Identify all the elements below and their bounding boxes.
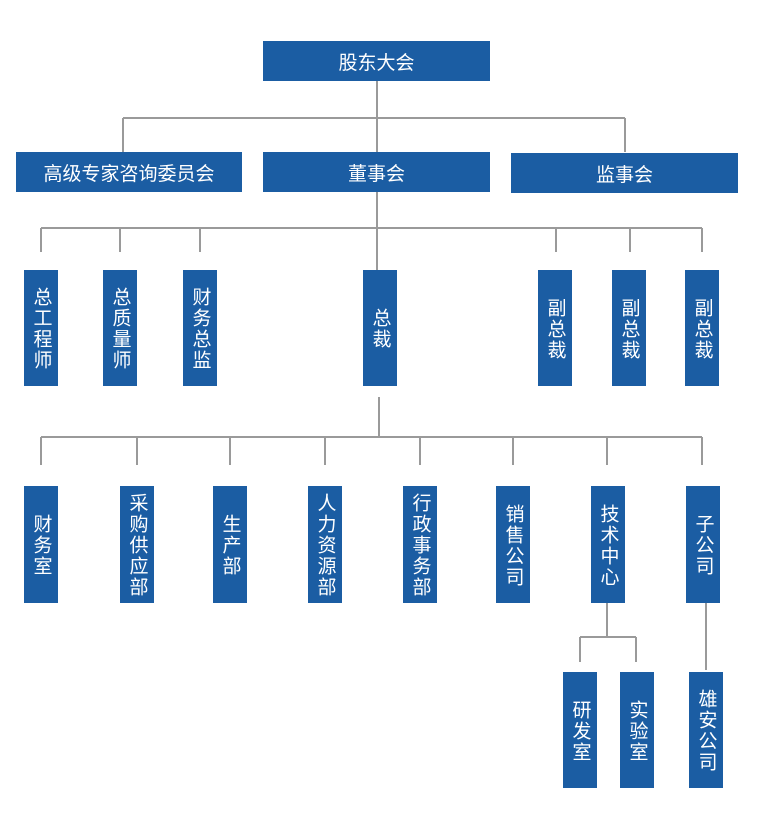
node-procurement-dept: 采购供应部 bbox=[120, 486, 154, 603]
node-chief-engineer: 总工程师 bbox=[24, 270, 58, 386]
node-shareholders-meeting: 股东大会 bbox=[263, 41, 490, 81]
node-hr-dept: 人力资源部 bbox=[308, 486, 342, 603]
node-cfo: 财务总监 bbox=[183, 270, 217, 386]
node-subsidiary: 子公司 bbox=[686, 486, 720, 603]
node-xiongan-company: 雄安公司 bbox=[689, 672, 723, 788]
node-president: 总裁 bbox=[363, 270, 397, 386]
node-senior-expert-committee: 高级专家咨询委员会 bbox=[16, 152, 242, 192]
node-tech-center: 技术中心 bbox=[591, 486, 625, 603]
node-vice-president-2: 副总裁 bbox=[612, 270, 646, 386]
node-finance-office: 财务室 bbox=[24, 486, 58, 603]
node-sales-company: 销售公司 bbox=[496, 486, 530, 603]
node-rd-office: 研发室 bbox=[563, 672, 597, 788]
node-laboratory: 实验室 bbox=[620, 672, 654, 788]
node-board-of-supervisors: 监事会 bbox=[511, 153, 738, 193]
node-vice-president-1: 副总裁 bbox=[538, 270, 572, 386]
node-admin-dept: 行政事务部 bbox=[403, 486, 437, 603]
node-board-of-directors: 董事会 bbox=[263, 152, 490, 192]
node-vice-president-3: 副总裁 bbox=[685, 270, 719, 386]
node-chief-quality-officer: 总质量师 bbox=[103, 270, 137, 386]
node-production-dept: 生产部 bbox=[213, 486, 247, 603]
